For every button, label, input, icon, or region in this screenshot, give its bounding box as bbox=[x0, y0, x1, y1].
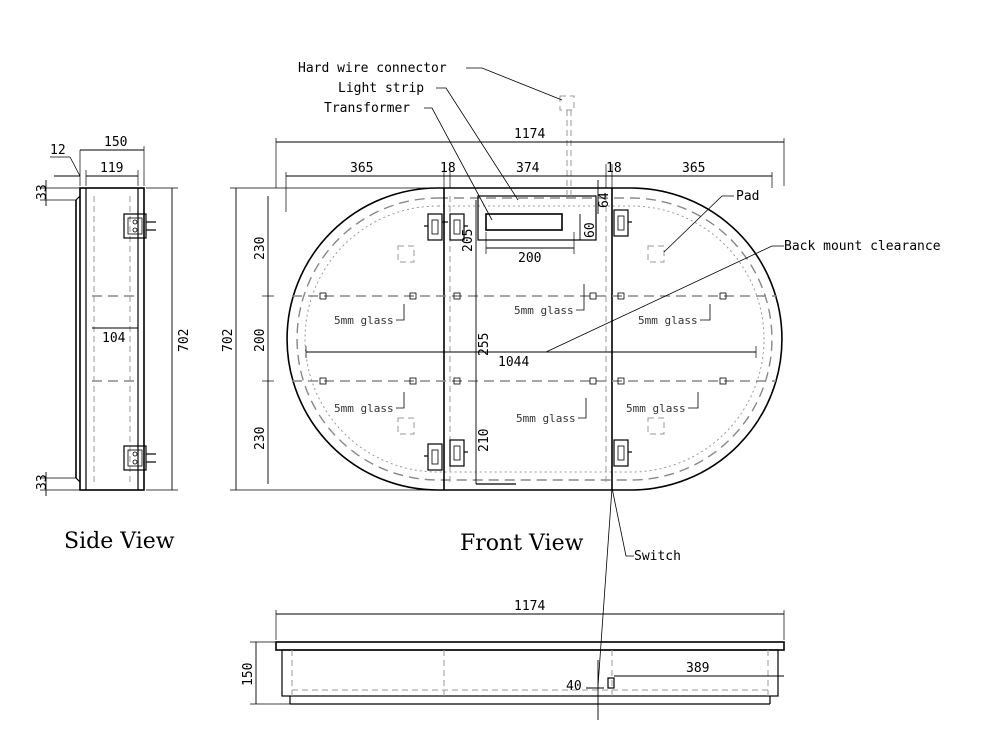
dim-switch-offset: 389 bbox=[686, 661, 709, 676]
pad-icon bbox=[397, 417, 415, 435]
dim-side-edge: 12 bbox=[50, 143, 66, 158]
dim-front-width: 1174 bbox=[514, 127, 545, 142]
hinge-icon bbox=[424, 443, 443, 471]
dim-center-section: 374 bbox=[516, 161, 540, 176]
glass-label-bottom-right: 5mm glass bbox=[626, 402, 686, 415]
side-view-title: Side View bbox=[64, 529, 175, 554]
front-view: 1174 365 18 374 18 365 702 230 200 230 2… bbox=[221, 61, 941, 687]
dim-right-section: 365 bbox=[682, 161, 705, 176]
shelf-pins bbox=[319, 292, 727, 385]
hinge-icon bbox=[449, 213, 468, 241]
dim-transformer-width: 200 bbox=[518, 251, 541, 266]
front-view-title: Front View bbox=[460, 531, 584, 556]
dim-transformer-h: 60 bbox=[583, 222, 598, 238]
dim-bottom-width: 1174 bbox=[514, 599, 545, 614]
callout-light-strip: Light strip bbox=[338, 81, 424, 96]
pad-icon bbox=[647, 245, 665, 263]
dim-shelf-lower: 210 bbox=[477, 429, 492, 452]
glass-label-top-right: 5mm glass bbox=[638, 314, 698, 327]
dim-gap-left: 18 bbox=[440, 161, 456, 176]
callout-hard-wire-connector: Hard wire connector bbox=[298, 61, 447, 76]
glass-label-top-left: 5mm glass bbox=[334, 314, 394, 327]
side-view: 150 119 12 33 33 104 702 Side View bbox=[35, 135, 192, 554]
switch-icon bbox=[607, 677, 615, 689]
dim-switch-size: 40 bbox=[566, 679, 582, 694]
transformer-box bbox=[477, 195, 597, 241]
hinge-icon bbox=[613, 209, 632, 237]
callout-switch: Switch bbox=[634, 549, 681, 564]
dim-h-mid: 200 bbox=[253, 329, 268, 352]
bottom-view: 1174 150 389 40 bbox=[241, 599, 785, 720]
hinge-icon bbox=[449, 439, 468, 467]
hinge-icon bbox=[123, 213, 156, 239]
dim-h-top: 230 bbox=[253, 237, 268, 260]
dim-h-bottom: 230 bbox=[253, 427, 268, 450]
dim-side-top-offset: 33 bbox=[35, 184, 50, 200]
dim-transformer-top: 205 bbox=[461, 229, 476, 252]
callout-back-mount-clearance: Back mount clearance bbox=[784, 239, 941, 254]
callout-transformer: Transformer bbox=[324, 101, 410, 116]
dim-side-height: 702 bbox=[177, 329, 192, 352]
dim-side-depth: 150 bbox=[104, 135, 127, 150]
dim-left-section: 365 bbox=[350, 161, 373, 176]
dim-bottom-depth: 150 bbox=[241, 663, 256, 686]
hinge-icon bbox=[613, 439, 632, 467]
dim-side-bottom-offset: 33 bbox=[35, 474, 50, 490]
dim-transformer-offset: 64 bbox=[597, 192, 612, 208]
dim-gap-right: 18 bbox=[606, 161, 622, 176]
hard-wire-connector-icon bbox=[559, 95, 575, 111]
dim-side-inner: 119 bbox=[100, 161, 123, 176]
hinge-icon bbox=[424, 213, 448, 241]
pad-icon bbox=[647, 417, 665, 435]
dim-shelf-upper: 255 bbox=[477, 333, 492, 356]
pad-icon bbox=[397, 245, 415, 263]
glass-label-bottom-center: 5mm glass bbox=[516, 412, 576, 425]
dim-side-shelf: 104 bbox=[102, 331, 126, 346]
glass-label-top-center: 5mm glass bbox=[514, 304, 574, 317]
callout-pad: Pad bbox=[736, 189, 759, 204]
dim-front-height: 702 bbox=[221, 329, 236, 352]
hinge-icon bbox=[123, 445, 156, 471]
dim-inner-width: 1044 bbox=[498, 355, 529, 370]
glass-label-bottom-left: 5mm glass bbox=[334, 402, 394, 415]
